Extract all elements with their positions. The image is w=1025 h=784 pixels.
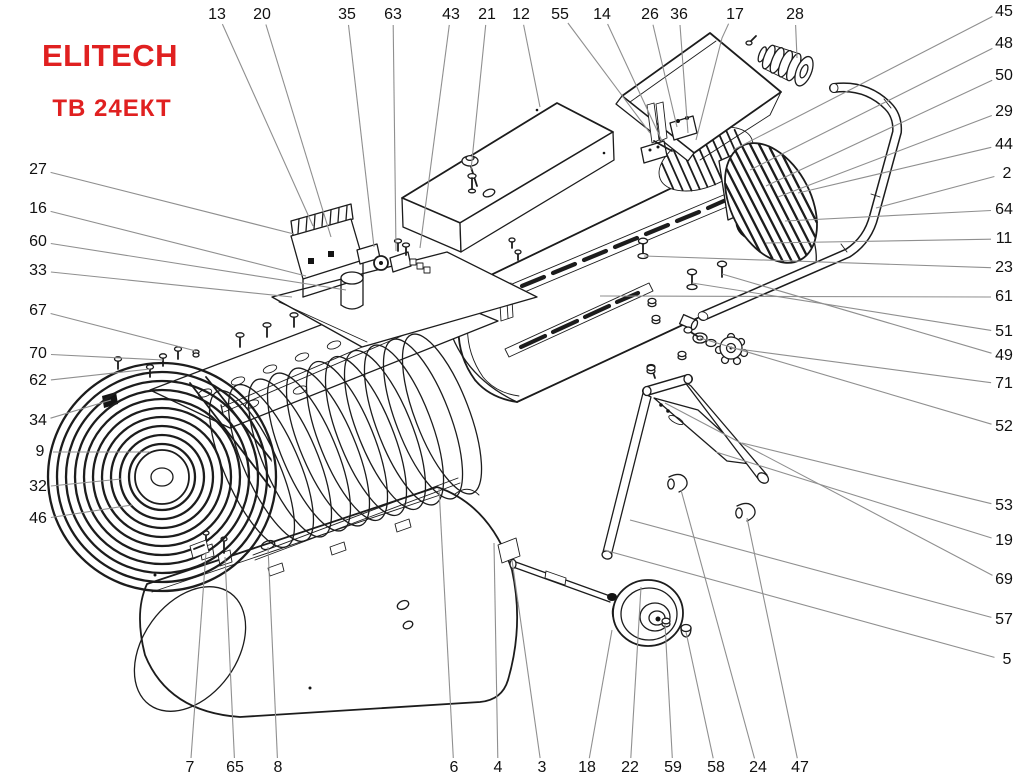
- switch-block: [640, 140, 668, 164]
- callout-2: 2: [1002, 165, 1012, 182]
- callout-28: 28: [786, 6, 804, 23]
- star-knob: [714, 332, 749, 366]
- callout-12: 12: [512, 6, 530, 23]
- callout-26: 26: [641, 6, 659, 23]
- callout-48: 48: [995, 35, 1013, 52]
- callout-63: 63: [384, 6, 402, 23]
- callout-52: 52: [995, 418, 1013, 435]
- callout-17: 17: [726, 6, 744, 23]
- callout-45: 45: [995, 3, 1013, 20]
- callout-58: 58: [707, 759, 725, 776]
- guard-hub: [150, 467, 174, 487]
- callout-13: 13: [208, 6, 226, 23]
- wheel-assembly: [509, 558, 692, 647]
- callout-70: 70: [29, 345, 47, 362]
- brand-name: ELITECH: [42, 38, 178, 73]
- callout-6: 6: [449, 759, 459, 776]
- callout-21: 21: [478, 6, 496, 23]
- callout-16: 16: [29, 200, 47, 217]
- control-cover: [401, 102, 615, 253]
- callout-32: 32: [29, 478, 47, 495]
- callout-44: 44: [995, 136, 1013, 153]
- control-plate: [271, 251, 538, 348]
- retaining-clip: [667, 473, 756, 522]
- model-name: ТВ 24ЕКТ: [52, 95, 171, 122]
- callout-34: 34: [29, 412, 47, 429]
- callout-65: 65: [226, 759, 244, 776]
- callout-33: 33: [29, 262, 47, 279]
- callout-61: 61: [995, 288, 1013, 305]
- thermostat: [356, 238, 431, 274]
- callout-18: 18: [578, 759, 596, 776]
- callout-69: 69: [995, 571, 1013, 588]
- callout-29: 29: [995, 103, 1013, 120]
- callout-59: 59: [664, 759, 682, 776]
- callout-35: 35: [338, 6, 356, 23]
- callout-14: 14: [593, 6, 611, 23]
- support-stand: [601, 363, 770, 560]
- top-hood: [615, 32, 782, 162]
- callout-22: 22: [621, 759, 639, 776]
- callout-60: 60: [29, 233, 47, 250]
- stand-leg-left: [602, 392, 652, 557]
- callout-49: 49: [995, 347, 1013, 364]
- callout-47: 47: [791, 759, 809, 776]
- callout-11: 11: [995, 230, 1013, 247]
- brand-logo: ELITECH ТВ 24ЕКТ: [42, 38, 178, 122]
- heating-coil: [208, 333, 483, 561]
- callout-43: 43: [442, 6, 460, 23]
- callout-8: 8: [273, 759, 283, 776]
- cap-nut: [680, 623, 692, 633]
- callout-4: 4: [493, 759, 503, 776]
- main-barrel: [450, 157, 817, 403]
- wheel: [611, 579, 684, 647]
- callout-5: 5: [1002, 651, 1012, 668]
- callout-51: 51: [995, 323, 1013, 340]
- callout-23: 23: [995, 259, 1013, 276]
- callout-50: 50: [995, 67, 1013, 84]
- callout-9: 9: [35, 443, 45, 460]
- callout-53: 53: [995, 497, 1013, 514]
- callout-67: 67: [29, 302, 47, 319]
- callout-71: 71: [995, 375, 1013, 392]
- mounting-rail: [498, 190, 737, 322]
- callout-62: 62: [29, 372, 47, 389]
- lower-shell: [133, 486, 521, 718]
- callout-64: 64: [995, 201, 1013, 218]
- callout-7: 7: [185, 759, 195, 776]
- shell-hole: [396, 599, 410, 611]
- callout-27: 27: [29, 161, 47, 178]
- axle-mount: [497, 537, 521, 564]
- callout-3: 3: [537, 759, 547, 776]
- callout-24: 24: [749, 759, 767, 776]
- callout-46: 46: [29, 510, 47, 527]
- callout-19: 19: [995, 532, 1013, 549]
- callout-36: 36: [670, 6, 688, 23]
- callout-57: 57: [995, 611, 1013, 628]
- callout-20: 20: [253, 6, 271, 23]
- callout-55: 55: [551, 6, 569, 23]
